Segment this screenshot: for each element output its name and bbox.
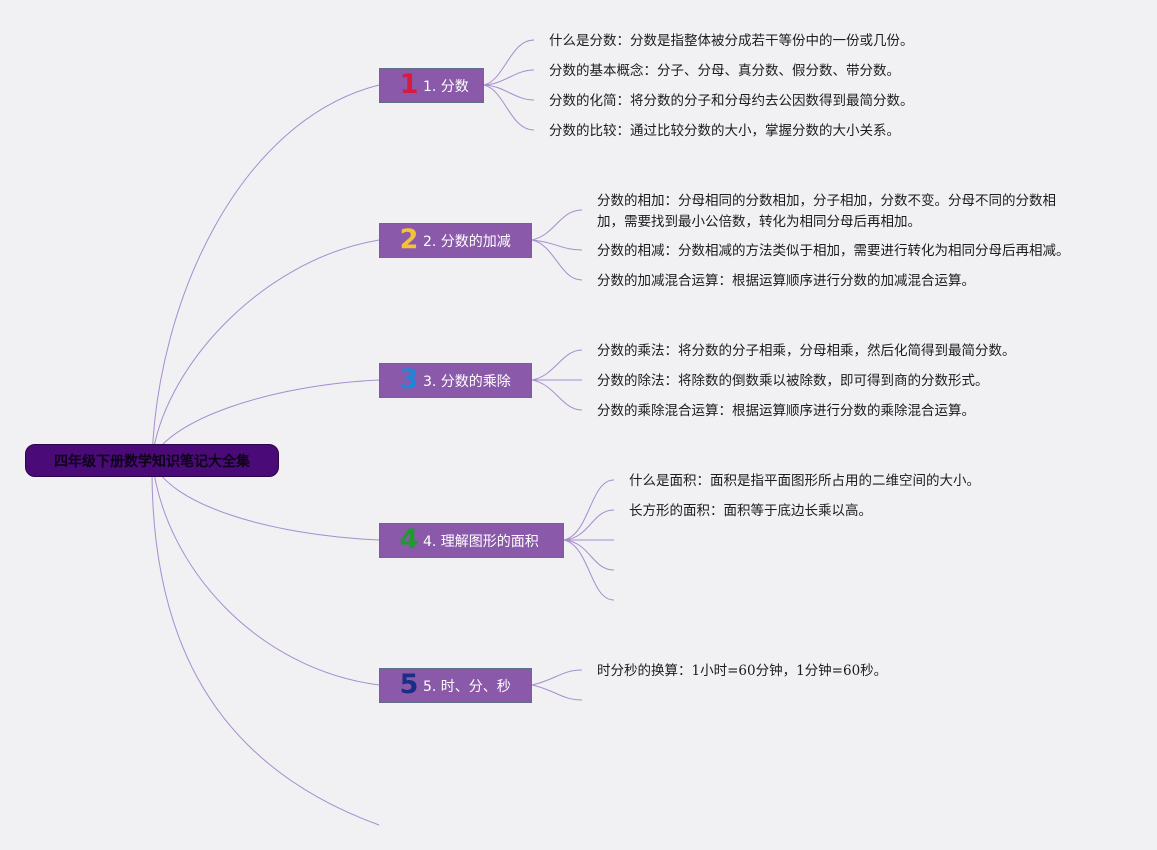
branch-fractions[interactable]: 1 1. 分数	[379, 68, 484, 103]
number-3-icon: 3	[399, 364, 419, 395]
leaf-item[interactable]: 分数的除法：将除数的倒数乘以被除数，即可得到商的分数形式。	[597, 373, 989, 389]
number-5-icon: 5	[399, 669, 419, 700]
root-topic[interactable]: 四年级下册数学知识笔记大全集	[25, 444, 279, 477]
branch-shape-area[interactable]: 4 4. 理解图形的面积	[379, 523, 564, 558]
leaf-item[interactable]: 时分秒的换算：1小时=60分钟，1分钟=60秒。	[597, 663, 888, 679]
branch-fraction-add-subtract[interactable]: 2 2. 分数的加减	[379, 223, 532, 258]
connector-root-branch-2	[151, 239, 380, 461]
connector-root-branch-5	[151, 459, 380, 686]
branch-fraction-multiply-divide[interactable]: 3 3. 分数的乘除	[379, 363, 532, 398]
leaf-item[interactable]: 什么是分数：分数是指整体被分成若干等份中的一份或几份。	[549, 33, 914, 49]
branch-label: 3. 分数的乘除	[423, 373, 511, 390]
leaf-item[interactable]: 分数的化简：将分数的分子和分母约去公因数得到最简分数。	[549, 93, 914, 109]
leaf-item[interactable]: 什么是面积：面积是指平面图形所占用的二维空间的大小。	[629, 473, 980, 489]
connector-root-branch-1	[151, 84, 380, 461]
connector-branch-4-leaf-4	[563, 539, 615, 571]
connector-branch-4-leaf-5	[563, 539, 615, 601]
connector-branch-1-leaf-1	[483, 39, 535, 86]
connector-branch-4-leaf-2	[563, 509, 615, 541]
leaf-item[interactable]: 分数的相加：分母相同的分数相加，分子相加，分数不变。分母不同的分数相加，需要找到…	[597, 193, 1056, 230]
connector-branch-5-leaf-1	[531, 669, 583, 686]
connector-branch-2-leaf-1	[531, 209, 583, 241]
leaf-item[interactable]: 长方形的面积：面积等于底边长乘以高。	[629, 503, 872, 519]
connector-branch-2-leaf-2	[531, 239, 583, 251]
connector-branch-3-leaf-3	[531, 379, 583, 411]
number-4-icon: 4	[399, 524, 419, 555]
leaf-item[interactable]: 分数的乘法：将分数的分子相乘，分母相乘，然后化简得到最简分数。	[597, 343, 1016, 359]
leaf-item[interactable]: 分数的加减混合运算：根据运算顺序进行分数的加减混合运算。	[597, 273, 975, 289]
connector-branch-5-leaf-2	[531, 684, 583, 701]
connector-branch-3-leaf-1	[531, 349, 583, 381]
branch-label: 4. 理解图形的面积	[423, 533, 539, 550]
branch-time[interactable]: 5 5. 时、分、秒	[379, 668, 532, 703]
connector-branch-2-leaf-3	[531, 239, 583, 281]
number-1-icon: 1	[399, 69, 419, 100]
number-2-icon: 2	[399, 224, 419, 255]
branch-label: 2. 分数的加减	[423, 233, 511, 250]
connector-branch-4-leaf-1	[563, 479, 615, 541]
connector-branch-1-leaf-3	[483, 84, 535, 101]
leaf-item[interactable]: 分数的乘除混合运算：根据运算顺序进行分数的乘除混合运算。	[597, 403, 975, 419]
leaf-item[interactable]: 分数的比较：通过比较分数的大小，掌握分数的大小关系。	[549, 123, 900, 139]
connector-branch-1-leaf-4	[483, 84, 535, 131]
leaf-item[interactable]: 分数的相减：分数相减的方法类似于相加，需要进行转化为相同分母后再相减。	[597, 243, 1070, 259]
connector-root-branch-6	[151, 459, 380, 826]
connector-branch-1-leaf-2	[483, 69, 535, 86]
leaf-item[interactable]: 分数的基本概念：分子、分母、真分数、假分数、带分数。	[549, 63, 900, 79]
branch-label: 5. 时、分、秒	[423, 678, 511, 695]
branch-label: 1. 分数	[423, 78, 469, 95]
